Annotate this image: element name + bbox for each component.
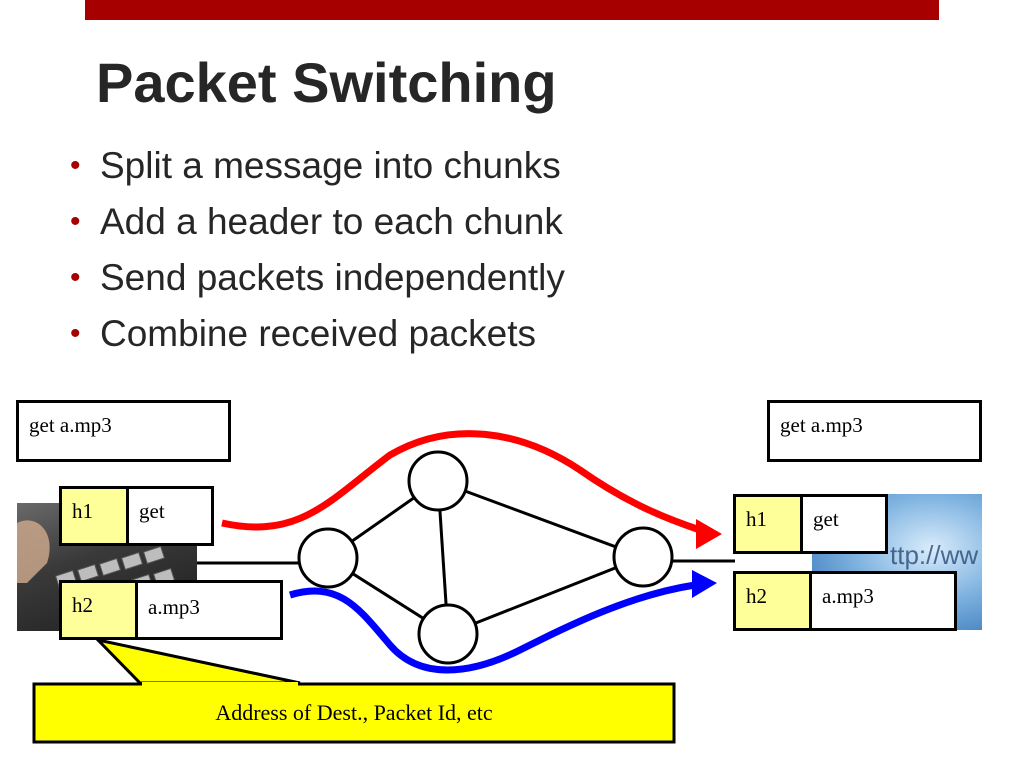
payload-label: a.mp3: [822, 584, 874, 608]
bullet-dot-icon: •: [70, 205, 81, 238]
receiver-packet1-payload: get: [800, 494, 888, 554]
callout-box: [32, 682, 676, 744]
sender-packet1-payload: get: [126, 486, 214, 546]
receiver-packet2-payload: a.mp3: [809, 571, 957, 631]
bullet-item: • Add a header to each chunk: [70, 196, 565, 252]
header-label: h1: [72, 499, 93, 523]
packet1-arrowhead-icon: [696, 519, 722, 549]
sender-packet1-header: h1: [59, 486, 129, 546]
top-accent-bar: [85, 0, 939, 20]
bullet-item: • Split a message into chunks: [70, 140, 565, 196]
bullet-dot-icon: •: [70, 261, 81, 294]
router-node: [407, 450, 469, 512]
packet2-arrowhead-icon: [692, 570, 717, 598]
bullet-text: Split a message into chunks: [100, 145, 561, 186]
receiver-packet1-header: h1: [733, 494, 803, 554]
bullet-item: • Combine received packets: [70, 308, 565, 364]
payload-label: get: [139, 499, 165, 523]
payload-label: a.mp3: [148, 595, 200, 619]
callout-pointer: [93, 637, 301, 685]
receiver-message-text: get a.mp3: [780, 413, 863, 437]
payload-label: get: [813, 507, 839, 531]
bullet-text: Send packets independently: [100, 257, 565, 298]
url-bar-icon: ttp://ww: [890, 540, 978, 570]
router-node: [417, 603, 479, 665]
callout-text: Address of Dest., Packet Id, etc: [215, 700, 493, 725]
bullet-text: Combine received packets: [100, 313, 536, 354]
bullet-text: Add a header to each chunk: [100, 201, 563, 242]
sender-packet2-header: h2: [59, 580, 138, 640]
header-label: h2: [746, 584, 767, 608]
slide-title: Packet Switching: [96, 51, 557, 114]
sender-message-text: get a.mp3: [29, 413, 112, 437]
router-node: [612, 526, 674, 588]
sender-message-box: get a.mp3: [16, 400, 231, 462]
svg-text:ttp://ww: ttp://ww: [890, 540, 978, 570]
header-label: h2: [72, 593, 93, 617]
receiver-message-box: get a.mp3: [767, 400, 982, 462]
sender-packet2-payload: a.mp3: [135, 580, 283, 640]
packet2-path: [288, 581, 696, 674]
bullet-item: • Send packets independently: [70, 252, 565, 308]
receiver-packet2-header: h2: [733, 571, 812, 631]
packet1-path: [221, 430, 702, 534]
bullet-dot-icon: •: [70, 317, 81, 350]
bullet-list: • Split a message into chunks • Add a head…: [70, 140, 565, 364]
bullet-dot-icon: •: [70, 149, 81, 182]
router-node: [297, 527, 359, 589]
header-label: h1: [746, 507, 767, 531]
